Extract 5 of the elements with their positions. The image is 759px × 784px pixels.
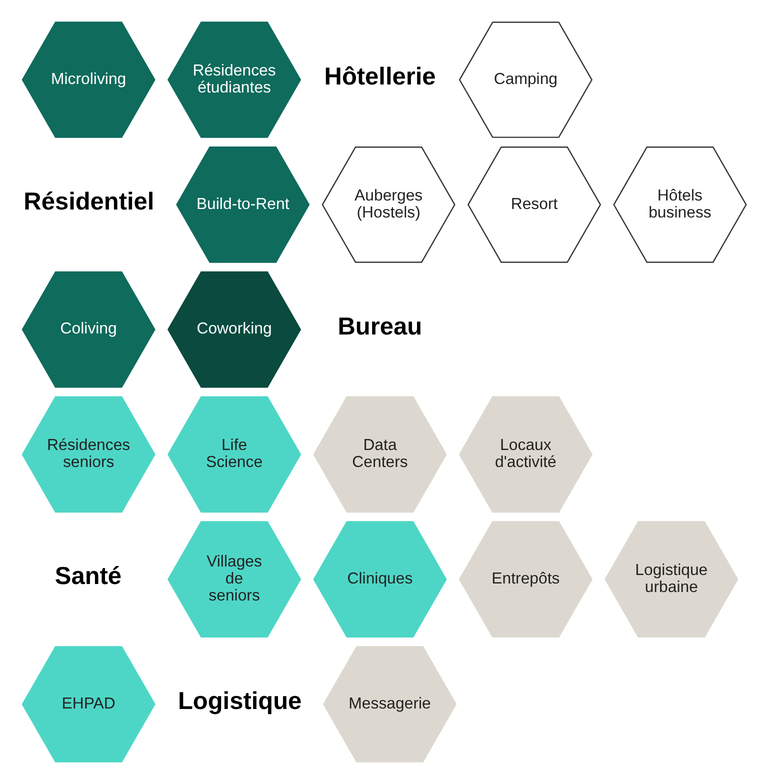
label: Logistique [177, 688, 302, 716]
label: Résidentiel [23, 188, 154, 216]
label: Hôtellerie [324, 64, 436, 91]
label: Bureau [337, 313, 422, 340]
label: Santé [54, 563, 122, 590]
